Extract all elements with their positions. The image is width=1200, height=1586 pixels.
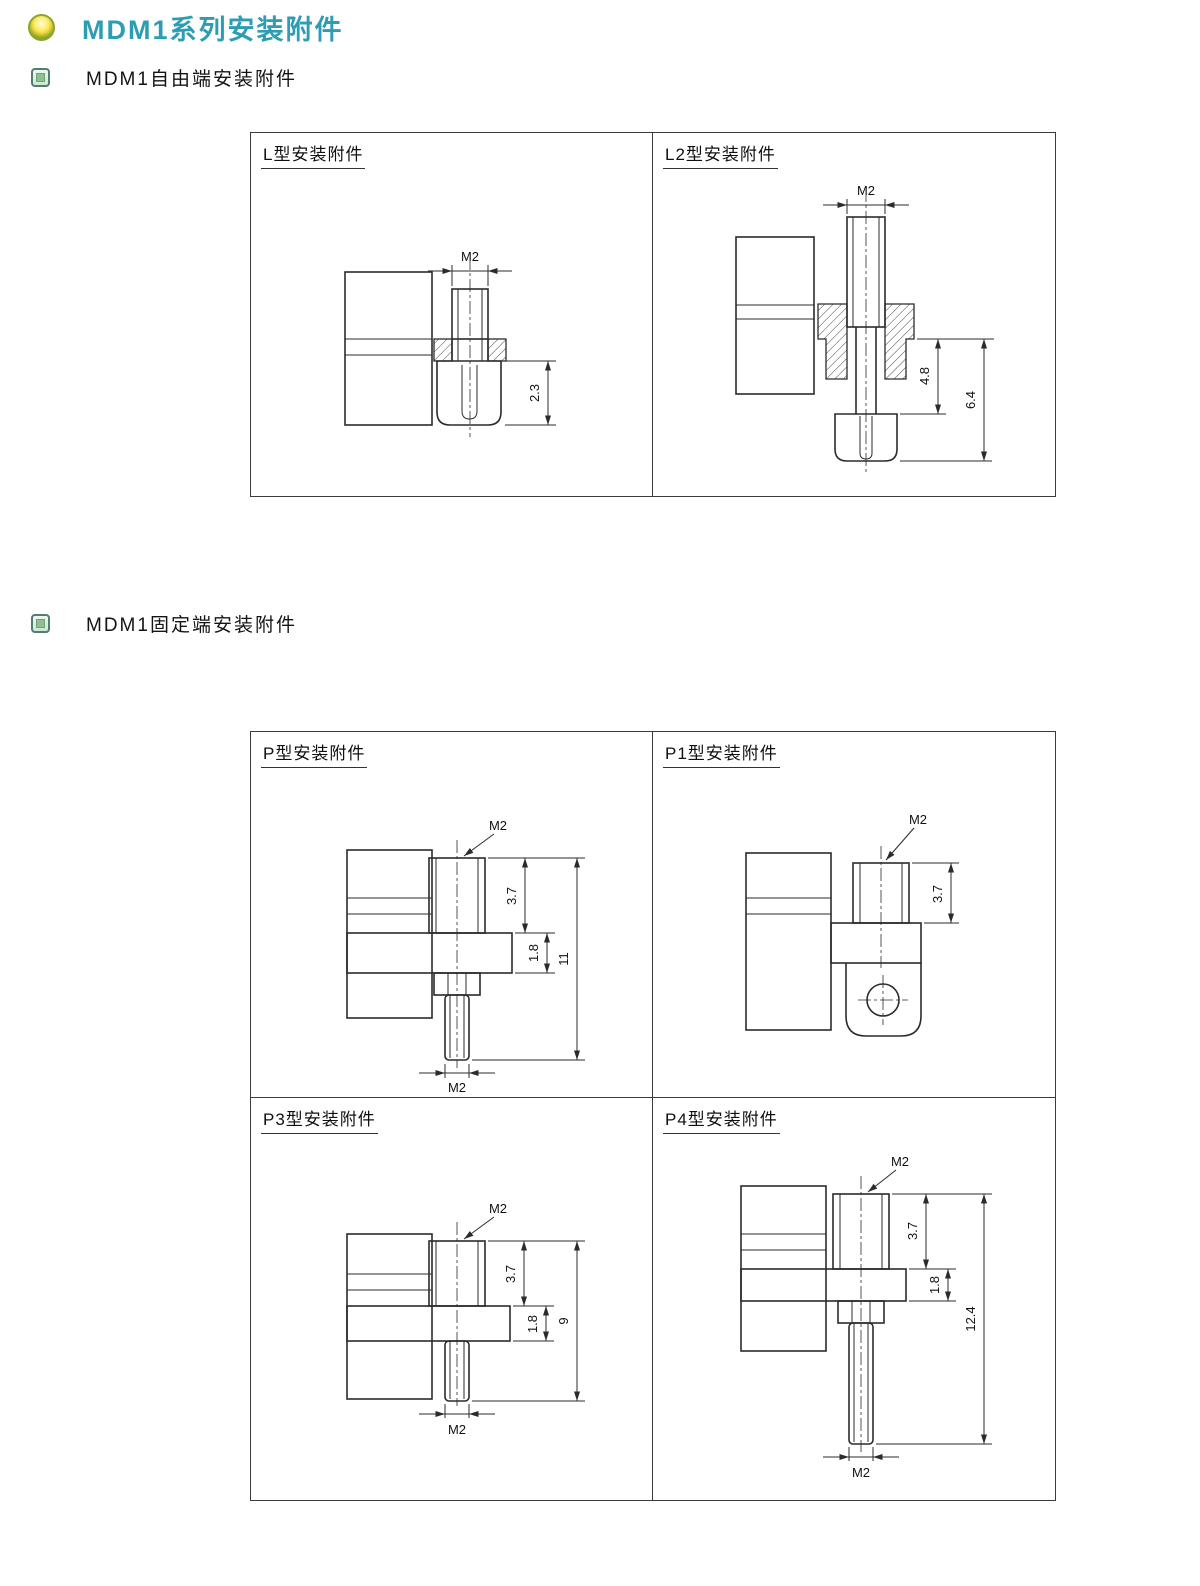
p3-thread-top-label: M2 xyxy=(488,1201,506,1216)
panel-p1-title-text: P1型安装附件 xyxy=(663,739,780,768)
square-bullet-inner xyxy=(36,619,45,628)
panel-p-type: P型安装附件 M2 3.7 xyxy=(251,732,653,1098)
page-title: MDM1系列安装附件 xyxy=(82,15,344,45)
panel-p4-title-text: P4型安装附件 xyxy=(663,1105,780,1134)
free-end-table: L型安装附件 M2 xyxy=(250,132,1056,497)
p1-dim-top-label: 3.7 xyxy=(930,885,945,903)
p3-dim-total-label: 9 xyxy=(556,1317,571,1324)
p4-dim-top-label: 3.7 xyxy=(905,1222,920,1240)
p4-dim-total-label: 12.4 xyxy=(963,1306,978,1331)
page-header: MDM1系列安装附件 xyxy=(28,8,344,47)
panel-p4-title: P4型安装附件 xyxy=(653,1098,1055,1134)
p-type-drawing: M2 3.7 1.8 11 M2 xyxy=(345,818,585,1095)
p4-thread-top-label: M2 xyxy=(891,1154,909,1169)
section-fixed-end-heading-row: MDM1固定端安装附件 xyxy=(31,610,297,637)
p-thread-top-label: M2 xyxy=(488,818,506,833)
panel-p3-type: P3型安装附件 M2 3.7 1.8 xyxy=(251,1098,653,1500)
l-thread-label: M2 xyxy=(460,249,478,264)
square-bullet-icon xyxy=(31,614,50,633)
p4-dim-plate-label: 1.8 xyxy=(927,1276,942,1294)
p3-thread-bottom-label: M2 xyxy=(447,1422,465,1437)
p4-type-drawing: M2 3.7 1.8 12.4 M2 xyxy=(740,1154,992,1480)
panel-l2-title: L2型安装附件 xyxy=(653,133,1055,169)
panel-l-title-text: L型安装附件 xyxy=(261,140,366,169)
panel-l-type: L型安装附件 M2 xyxy=(251,133,653,496)
l-head-height-label: 2.3 xyxy=(527,384,542,402)
l-type-drawing: M2 2.3 xyxy=(343,249,556,437)
panel-p-title-text: P型安装附件 xyxy=(261,739,368,768)
fixed-end-table: P型安装附件 M2 3.7 xyxy=(250,731,1056,1501)
p3-dim-top-label: 3.7 xyxy=(503,1265,518,1283)
p3-dim-plate-label: 1.8 xyxy=(525,1315,540,1333)
l2-type-drawing: M2 4.8 6.4 xyxy=(735,183,994,474)
p-dim-top-label: 3.7 xyxy=(504,887,519,905)
panel-l2-type: L2型安装附件 M2 xyxy=(653,133,1055,496)
l2-protrusion-label: 4.8 xyxy=(917,367,932,385)
series-bullet-icon xyxy=(28,14,55,41)
panel-p-title: P型安装附件 xyxy=(251,732,652,768)
p-dim-plate-label: 1.8 xyxy=(526,944,541,962)
p-thread-bottom-label: M2 xyxy=(447,1080,465,1095)
p-dim-total-label: 11 xyxy=(556,952,571,966)
panel-p3-title: P3型安装附件 xyxy=(251,1098,652,1134)
section-free-end-heading-row: MDM1自由端安装附件 xyxy=(31,64,297,91)
panel-p4-type: P4型安装附件 M2 3.7 xyxy=(653,1098,1055,1500)
l2-total-label: 6.4 xyxy=(963,391,978,409)
section-heading-free-end: MDM1自由端安装附件 xyxy=(86,69,297,90)
panel-p3-title-text: P3型安装附件 xyxy=(261,1105,378,1134)
p4-thread-bottom-label: M2 xyxy=(852,1465,870,1480)
p1-type-drawing: M2 3.7 xyxy=(745,812,959,1037)
square-bullet-inner xyxy=(36,73,45,82)
panel-p1-title: P1型安装附件 xyxy=(653,732,1055,768)
panel-l-title: L型安装附件 xyxy=(251,133,652,169)
p3-type-drawing: M2 3.7 1.8 9 M2 xyxy=(345,1201,585,1437)
section-heading-fixed-end: MDM1固定端安装附件 xyxy=(86,615,297,636)
panel-p1-type: P1型安装附件 M2 3.7 xyxy=(653,732,1055,1098)
panel-l2-title-text: L2型安装附件 xyxy=(663,140,778,169)
square-bullet-icon xyxy=(31,68,50,87)
p1-thread-top-label: M2 xyxy=(909,812,927,827)
